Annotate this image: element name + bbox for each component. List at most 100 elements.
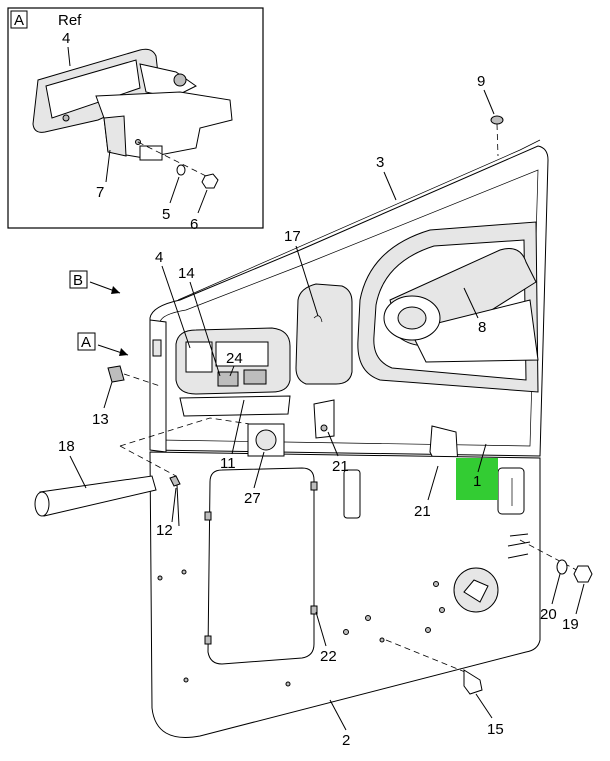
detail-view-a: A Ref 4 7 5 6 xyxy=(7,7,264,233)
clip-13-centerline xyxy=(123,373,161,387)
latch-line xyxy=(507,541,531,547)
mount-hole xyxy=(439,607,445,613)
callout-13[interactable]: 13 xyxy=(92,411,109,428)
panel-clip xyxy=(204,635,212,645)
leader-1 xyxy=(477,443,487,473)
callout-8[interactable]: 8 xyxy=(478,319,486,336)
leader-21-upper xyxy=(327,431,339,457)
leader-11 xyxy=(231,399,245,455)
callout-7-detail[interactable]: 7 xyxy=(96,184,104,201)
panel-clip xyxy=(204,511,212,521)
washer-20 xyxy=(556,559,568,575)
inner-trim-panel xyxy=(149,423,541,738)
bolt-15-centerline xyxy=(385,639,471,675)
mount-hole xyxy=(425,627,431,633)
view-marker-a[interactable]: A xyxy=(81,334,91,351)
leader-9 xyxy=(483,89,495,115)
clip-13 xyxy=(107,365,125,383)
mount-hole xyxy=(181,569,187,575)
latch-line xyxy=(509,533,529,537)
mount-hole xyxy=(285,681,291,687)
leader-14 xyxy=(189,281,221,377)
mount-hole xyxy=(365,615,371,621)
leader-12 xyxy=(171,487,177,523)
callout-14[interactable]: 14 xyxy=(178,265,195,282)
door-assembly xyxy=(149,139,549,469)
door-side-latch xyxy=(152,339,162,357)
leader-3 xyxy=(383,171,397,201)
hinge-bracket-left-hole xyxy=(320,424,328,432)
callout-21-upper[interactable]: 21 xyxy=(332,458,349,475)
handle-recess xyxy=(45,59,141,119)
power-window-switch xyxy=(217,371,239,387)
leader-2 xyxy=(329,699,347,731)
nut-detail xyxy=(201,173,219,189)
rod-centerline-2 xyxy=(119,445,177,477)
leader-4-detail xyxy=(67,46,71,67)
screw-12-shank xyxy=(176,484,180,527)
view-marker-b[interactable]: B xyxy=(73,272,83,289)
mount-hole xyxy=(183,677,189,683)
callout-22[interactable]: 22 xyxy=(320,648,337,665)
hinge-bracket-left xyxy=(313,399,335,439)
callout-9[interactable]: 9 xyxy=(477,73,485,90)
leader-5-detail xyxy=(169,176,180,204)
switch-panel-window-left xyxy=(185,341,213,373)
leader-24 xyxy=(229,365,235,377)
mount-hole xyxy=(433,581,439,587)
callout-3[interactable]: 3 xyxy=(376,154,384,171)
leader-18 xyxy=(69,455,87,489)
door-lock-switch xyxy=(243,369,267,385)
callout-4[interactable]: 4 xyxy=(155,249,163,266)
view-marker-a-box xyxy=(77,332,96,351)
view-arrow-b-head xyxy=(111,286,120,294)
access-opening xyxy=(207,467,315,665)
panel-clip xyxy=(310,481,318,491)
callout-2[interactable]: 2 xyxy=(342,732,350,749)
callout-20[interactable]: 20 xyxy=(540,606,557,623)
callout-24[interactable]: 24 xyxy=(226,350,243,367)
washer-detail xyxy=(176,164,186,176)
leader-15 xyxy=(475,693,493,719)
latch-mechanism xyxy=(139,63,197,99)
callout-17[interactable]: 17 xyxy=(284,228,301,245)
door-pocket xyxy=(295,283,353,385)
leader-27 xyxy=(253,451,265,489)
mount-pin xyxy=(62,114,70,122)
slot-detail-right xyxy=(497,467,525,515)
callout-5-detail[interactable]: 5 xyxy=(162,206,170,223)
leader-6-detail xyxy=(197,189,208,214)
leader-19 xyxy=(575,583,585,615)
bracket-flange xyxy=(103,115,127,157)
highlight-callout-1[interactable] xyxy=(456,458,498,500)
detail-centerline xyxy=(137,141,211,179)
callout-6-detail[interactable]: 6 xyxy=(190,216,198,233)
plug-27-hole xyxy=(255,429,277,451)
callout-4-detail[interactable]: 4 xyxy=(62,30,70,47)
callout-11[interactable]: 11 xyxy=(220,455,236,472)
callout-21-lower[interactable]: 21 xyxy=(414,503,431,520)
callout-27[interactable]: 27 xyxy=(244,490,261,507)
callout-12[interactable]: 12 xyxy=(156,522,173,539)
washer-9 xyxy=(490,115,504,125)
leader-13 xyxy=(103,381,113,409)
bolt-15 xyxy=(463,669,483,695)
nut-19 xyxy=(573,565,593,583)
latch-knob xyxy=(173,73,187,87)
grab-bar-lower xyxy=(409,299,539,363)
screw-12 xyxy=(169,475,181,487)
callout-18[interactable]: 18 xyxy=(58,438,75,455)
grab-bar-end-cap xyxy=(397,306,427,330)
latch-line xyxy=(507,553,529,559)
leader-21-lower xyxy=(427,465,439,501)
mount-hole xyxy=(343,629,349,635)
callout-19[interactable]: 19 xyxy=(562,616,579,633)
pocket-hook xyxy=(313,315,323,323)
bracket-tab xyxy=(139,145,163,161)
slot-detail-left xyxy=(343,469,361,519)
callout-15[interactable]: 15 xyxy=(487,721,504,738)
callout-1[interactable]: 1 xyxy=(473,473,481,490)
mount-hole xyxy=(379,637,385,643)
leader-17 xyxy=(295,245,319,317)
view-marker-b-box xyxy=(69,270,88,289)
